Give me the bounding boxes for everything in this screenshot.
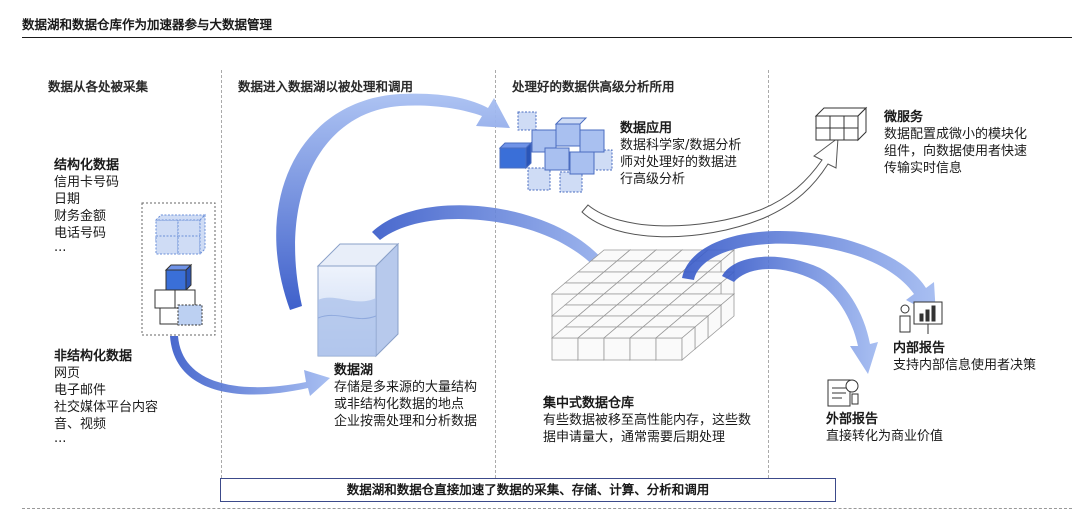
arrow-lake-to-warehouse xyxy=(372,205,636,320)
structured-cubes-icon xyxy=(154,213,207,256)
data-lake-line: 或非结构化数据的地点 xyxy=(334,397,465,412)
microservice-text: 微服务 数据配置成微小的模块化 组件，向数据使用者快速 传输实时信息 xyxy=(884,109,1027,177)
data-app-heading: 数据应用 xyxy=(620,121,673,136)
arrow-warehouse-to-internal xyxy=(682,231,936,316)
data-lake-icon xyxy=(316,242,400,358)
data-lake-heading: 数据湖 xyxy=(334,363,374,378)
warehouse-text: 集中式数据仓库 有些数据被移至高性能内存，这些数 据申请量大，通常需要后期处理 xyxy=(543,395,751,446)
microservice-heading: 微服务 xyxy=(884,110,924,125)
unstructured-cubes-icon xyxy=(154,263,203,326)
arrow-collect-to-lake xyxy=(170,336,330,396)
title-rule xyxy=(22,37,1072,38)
presentation-icon xyxy=(899,301,943,334)
warehouse-cell xyxy=(655,337,683,361)
column-heading-lake: 数据进入数据湖以被处理和调用 xyxy=(238,79,414,94)
warehouse-cell xyxy=(577,337,605,361)
warehouse-heading: 集中式数据仓库 xyxy=(543,396,635,411)
external-report-line: 直接转化为商业价值 xyxy=(826,429,944,444)
unstructured-item: 音、视频 xyxy=(54,417,107,432)
internal-report-line: 支持内部信息使用者决策 xyxy=(893,358,1037,373)
data-lake-line: 企业按需处理和分析数据 xyxy=(334,414,478,429)
arrow-app-to-microservice xyxy=(581,136,839,238)
arrow-lake-to-app xyxy=(276,93,510,311)
structured-data-block: 结构化数据 信用卡号码 日期 财务金额 电话号码 ... xyxy=(54,157,119,254)
column-divider-2 xyxy=(495,70,496,478)
bottom-rule xyxy=(22,508,1072,509)
external-report-text: 外部报告 直接转化为商业价值 xyxy=(826,411,943,445)
warehouse-line: 据申请量大，通常需要后期处理 xyxy=(543,430,726,445)
unstructured-item: 网页 xyxy=(54,366,81,381)
structured-data-heading: 结构化数据 xyxy=(54,158,120,173)
warehouse-cell xyxy=(629,337,657,361)
warehouse-cell-side xyxy=(681,326,696,361)
microservice-line: 组件，向数据使用者快速 xyxy=(884,144,1028,159)
arrow-warehouse-to-external xyxy=(722,256,878,374)
data-app-text: 数据应用 数据科学家/数据分析 师对处理好的数据进 行高级分析 xyxy=(620,120,741,188)
warehouse-grid-icon xyxy=(550,249,736,361)
footer-summary-box: 数据湖和数据仓直接加速了数据的采集、存储、计算、分析和调用 xyxy=(220,478,836,502)
source-data-box xyxy=(141,202,216,336)
unstructured-item: ... xyxy=(54,431,67,446)
data-app-cubes-icon xyxy=(498,111,613,193)
structured-item: 信用卡号码 xyxy=(54,175,120,190)
report-document-icon xyxy=(827,379,859,407)
unstructured-item: 电子邮件 xyxy=(54,383,107,398)
microservice-line: 传输实时信息 xyxy=(884,161,963,176)
column-heading-analysis: 处理好的数据供高级分析所用 xyxy=(512,79,675,94)
internal-report-heading: 内部报告 xyxy=(893,341,946,356)
column-divider-1 xyxy=(221,70,222,478)
column-divider-3 xyxy=(768,70,769,478)
microservice-line: 数据配置成微小的模块化 xyxy=(884,127,1028,142)
structured-item: 日期 xyxy=(54,192,81,207)
external-report-heading: 外部报告 xyxy=(826,412,879,427)
data-app-line: 师对处理好的数据进 xyxy=(620,155,738,170)
warehouse-cell xyxy=(551,337,579,361)
data-app-line: 行高级分析 xyxy=(620,172,686,187)
warehouse-line: 有些数据被移至高性能内存，这些数 xyxy=(543,413,752,428)
unstructured-item: 社交媒体平台内容 xyxy=(54,400,159,415)
structured-item: 财务金额 xyxy=(54,209,107,224)
data-app-line: 数据科学家/数据分析 xyxy=(620,138,742,153)
microservice-cubes-icon xyxy=(814,106,868,142)
internal-report-text: 内部报告 支持内部信息使用者决策 xyxy=(893,340,1036,374)
data-lake-line: 存储是多来源的大量结构 xyxy=(334,380,478,395)
data-lake-text: 数据湖 存储是多来源的大量结构 或非结构化数据的地点 企业按需处理和分析数据 xyxy=(334,362,477,430)
unstructured-data-heading: 非结构化数据 xyxy=(54,349,133,364)
warehouse-cell xyxy=(603,337,631,361)
column-heading-collect: 数据从各处被采集 xyxy=(48,79,149,94)
structured-item: ... xyxy=(54,240,67,255)
page-title: 数据湖和数据仓库作为加速器参与大数据管理 xyxy=(22,17,273,32)
unstructured-data-block: 非结构化数据 网页 电子邮件 社交媒体平台内容 音、视频 ... xyxy=(54,348,158,445)
structured-item: 电话号码 xyxy=(54,226,107,241)
